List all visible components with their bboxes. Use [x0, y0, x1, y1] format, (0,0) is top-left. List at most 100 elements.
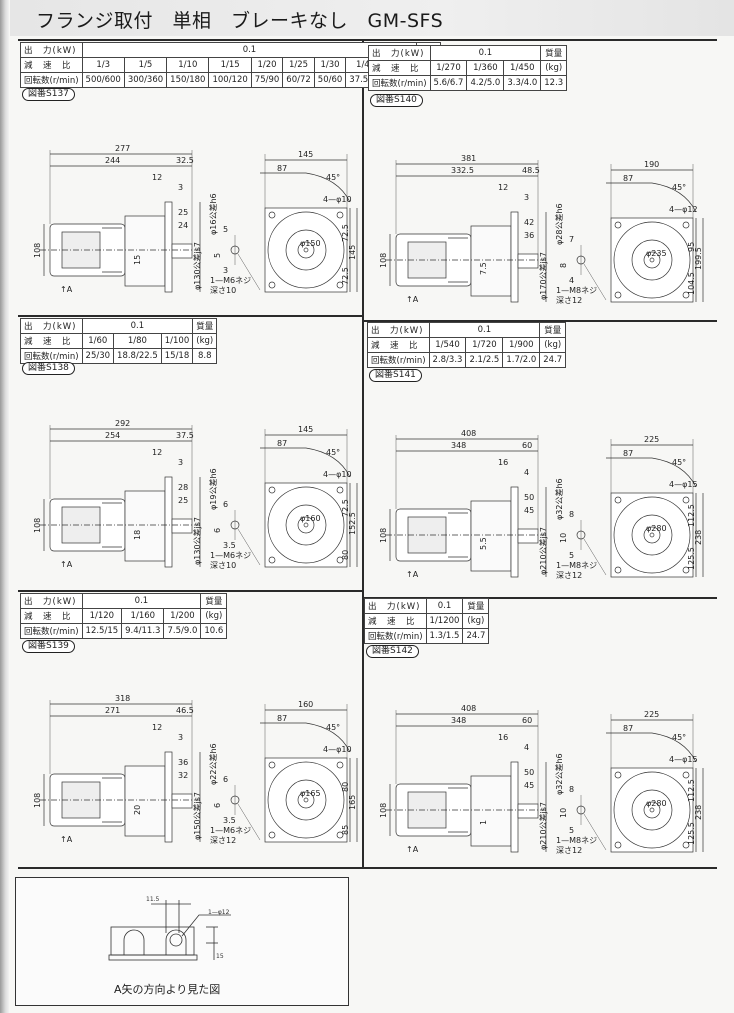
view-a-drawing: 11.5 1—φ12 15	[108, 896, 231, 961]
mass-label: 質量	[200, 593, 228, 609]
dimension-off: 87	[277, 439, 287, 448]
speed-cell: 7.5/9.0	[163, 623, 202, 639]
dimension-pilot: φ170公差js7	[538, 252, 548, 300]
speed-cell: 18.8/22.5	[113, 348, 162, 364]
output-value: 0.1	[81, 42, 418, 58]
dimension-shaft: φ22公差h6	[208, 743, 218, 785]
output-value: 0.1	[428, 322, 541, 338]
dimension-kw: 5	[223, 225, 228, 234]
mass-value: 12.3	[540, 75, 568, 91]
ratio-cell: 1/30	[313, 57, 347, 73]
dimension-kw: 6	[223, 500, 228, 509]
divider	[364, 39, 717, 41]
dimension-kh: 6	[213, 528, 222, 533]
dimension-holes: 4—φ10	[323, 745, 352, 754]
ratio-cell: 1/1200	[425, 613, 464, 629]
dimension-kw: 6	[223, 775, 228, 784]
ratio-cell: 1/100	[160, 333, 194, 349]
dimension-kh: 8	[559, 263, 568, 268]
dimension-k2: 3	[178, 733, 183, 742]
dimension-arrow: ↑A	[406, 845, 419, 854]
dimension-tap: 1—M8ネジ	[556, 561, 597, 570]
dimension-off: 87	[277, 164, 287, 173]
dimension-arrow: ↑A	[60, 285, 73, 294]
dimension-f1: 50	[524, 493, 534, 502]
view-a-hole: 1—φ12	[208, 909, 230, 916]
ratio-cell: 1/60	[81, 333, 115, 349]
divider	[362, 320, 717, 322]
dimension-f2: 25	[178, 496, 188, 505]
dimension-h: 108	[33, 793, 42, 808]
mass-value: 8.8	[192, 348, 218, 364]
dimension-kw: 7	[569, 235, 574, 244]
dimension-depth: 深さ12	[556, 846, 582, 855]
dimension-g: 7.5	[479, 262, 488, 275]
speed-label: 回転数(r/min)	[368, 75, 431, 91]
dimension-fw: 225	[644, 710, 659, 719]
divider	[362, 39, 364, 869]
output-label: 出 力(kW)	[20, 593, 83, 609]
dimension-tap: 1—M6ネジ	[210, 551, 251, 560]
dimension-pcd: φ160	[300, 514, 321, 523]
dimension-k1: 16	[498, 458, 508, 467]
dimension-kh: 6	[213, 803, 222, 808]
ratio-label: 減 速 比	[20, 333, 83, 349]
dimension-off: 87	[277, 714, 287, 723]
dimension-arrow: ↑A	[406, 570, 419, 579]
output-value: 0.1	[429, 45, 542, 61]
dimension-fw: 160	[298, 700, 313, 709]
dimension-tap: 1—M6ネジ	[210, 826, 251, 835]
view-a-box: 11.5 1—φ12 15 A矢の方向より見た図	[15, 877, 349, 1006]
dimension-k2: 3	[524, 193, 529, 202]
dimension-tap: 1—M8ネジ	[556, 286, 597, 295]
dimension-vt: 238	[694, 530, 703, 545]
dimension-g: 5.5	[479, 537, 488, 550]
dimension-v2: 125.5	[687, 547, 696, 570]
speed-cell: 1.3/1.5	[425, 628, 464, 644]
dimension-body: 348	[451, 441, 466, 450]
dimension-holes: 4—φ15	[669, 755, 698, 764]
dimension-f2: 24	[178, 221, 188, 230]
dimension-g: 15	[133, 255, 142, 265]
dimension-k1: 12	[498, 183, 508, 192]
dimension-body: 254	[105, 431, 120, 440]
speed-cell: 4.2/5.0	[466, 75, 505, 91]
output-label: 出 力(kW)	[20, 42, 83, 58]
speed-label: 回転数(r/min)	[20, 623, 83, 639]
output-label: 出 力(kW)	[364, 598, 427, 614]
dimension-v1: 112.5	[687, 779, 696, 802]
figure-number-badge: 図番S142	[366, 645, 419, 658]
divider	[18, 39, 362, 41]
figure-number-badge: 図番S141	[369, 369, 422, 382]
mass-unit: (kg)	[200, 608, 228, 624]
dimension-kh: 10	[559, 533, 568, 543]
ratio-label: 減 速 比	[20, 608, 83, 624]
dimension-depth: 深さ12	[556, 571, 582, 580]
dimension-tap: 1—M8ネジ	[556, 836, 597, 845]
dimension-g: 20	[133, 805, 142, 815]
mass-label: 質量	[539, 322, 567, 338]
dimension-f2: 36	[524, 231, 534, 240]
speed-label: 回転数(r/min)	[20, 72, 83, 88]
dimension-body: 348	[451, 716, 466, 725]
ratio-cell: 1/270	[429, 60, 468, 76]
ratio-cell: 1/25	[282, 57, 315, 73]
dimension-f1: 25	[178, 208, 188, 217]
dimension-g: 18	[133, 530, 142, 540]
dimension-pcd: φ235	[646, 249, 667, 258]
dimension-pcd: φ280	[646, 524, 667, 533]
dimension-h: 108	[379, 803, 388, 818]
dimension-v1: 95	[687, 242, 696, 252]
dimension-ang: 45°	[326, 173, 340, 182]
dimension-ext: 60	[522, 441, 532, 450]
speed-cell: 2.8/3.3	[428, 352, 467, 368]
dimension-vt: 152.5	[348, 512, 357, 535]
mass-unit: (kg)	[540, 60, 568, 76]
dimension-h: 108	[379, 528, 388, 543]
